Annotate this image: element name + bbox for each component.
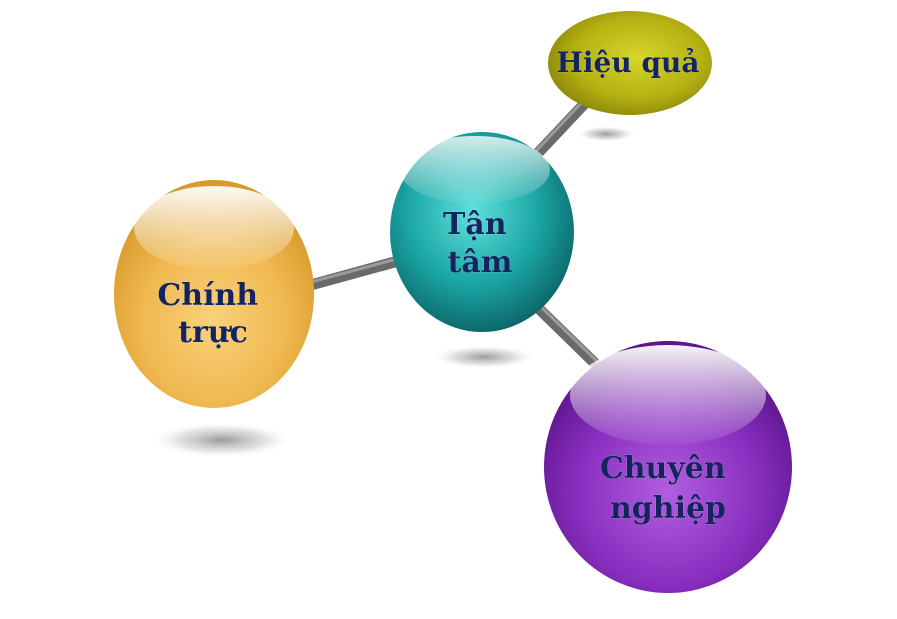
node-hieu-qua: Hiệu quả xyxy=(548,11,712,115)
node-chuyen-nghiep: Chuyên nghiệp xyxy=(544,341,792,593)
shadow-top-right xyxy=(576,126,636,142)
node-chinh-truc: Chính trực xyxy=(114,180,314,408)
shadow-center xyxy=(432,345,536,369)
node-tan-tam: Tận tâm xyxy=(390,132,574,332)
node-chinh-truc-gloss xyxy=(134,186,294,270)
shadow-left xyxy=(150,422,294,458)
node-chinh-truc-label: Chính trực xyxy=(157,278,268,350)
node-chuyen-nghiep-label: Chuyên nghiệp xyxy=(600,451,736,526)
node-hieu-qua-body xyxy=(548,11,712,115)
node-tan-tam-label: Tận tâm xyxy=(443,207,517,280)
node-hieu-qua-label: Hiệu quả xyxy=(556,46,699,79)
node-chuyen-nghiep-gloss xyxy=(570,345,766,445)
node-tan-tam-gloss xyxy=(400,136,550,204)
